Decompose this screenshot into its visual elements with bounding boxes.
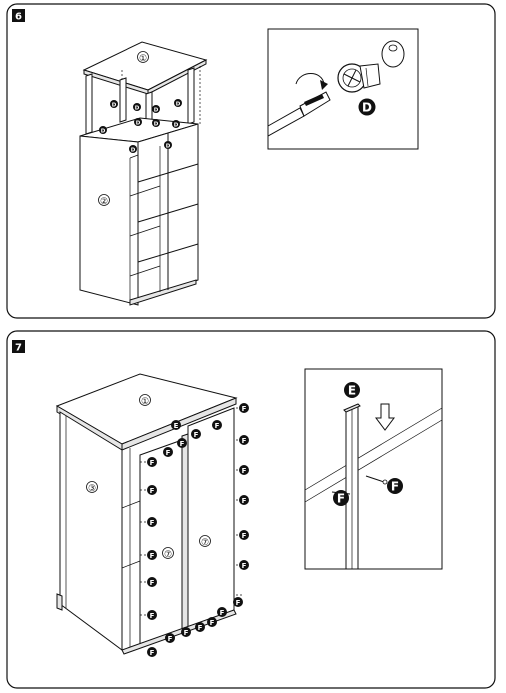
fitting-f-label: F — [242, 562, 247, 570]
fitting-f-label: F — [150, 579, 155, 587]
fitting-d-label: D — [136, 121, 141, 127]
door-right-label: ⑦ — [201, 538, 209, 548]
fitting-d-label: D — [166, 144, 171, 150]
fitting-f-label: F — [150, 612, 155, 620]
fitting-f-label: F — [242, 467, 247, 475]
fitting-f-label: F — [150, 487, 155, 495]
connector-d-label: D — [362, 101, 372, 115]
screw-f-label: F — [337, 492, 345, 506]
top-panel-label: ① — [139, 54, 147, 64]
screw-f-label: F — [391, 480, 399, 494]
fitting-d-label: D — [176, 102, 181, 108]
fitting-f-label: F — [215, 422, 220, 430]
door-left — [139, 439, 183, 646]
side-panel-label: ② — [100, 197, 108, 207]
fitting-d-label: D — [101, 129, 106, 135]
fitting-f-label: F — [168, 635, 173, 643]
step-6-detail: D — [267, 28, 419, 150]
down-arrow-icon — [375, 403, 395, 431]
side-panel — [79, 135, 139, 306]
fitting-f-label: F — [184, 629, 189, 637]
screw-icon — [365, 475, 385, 483]
fitting-f-label: F — [150, 519, 155, 527]
step-7-badge — [12, 340, 25, 353]
wardrobe-side-label: ③ — [88, 484, 96, 494]
step-7-detail: E F F — [304, 368, 443, 570]
rail-e-label: E — [348, 384, 356, 398]
fitting-d-label: D — [112, 103, 117, 109]
step-7-panel: 7 — [6, 330, 496, 689]
fitting-f-label: F — [150, 649, 155, 657]
fitting-f-label: F — [220, 609, 225, 617]
fitting-f-label: F — [242, 437, 247, 445]
fitting-f-label: F — [236, 599, 241, 607]
fitting-e-label: E — [174, 422, 179, 430]
step-6-panel: 6 — [6, 3, 496, 319]
fitting-f-label: F — [198, 624, 203, 632]
step-6-number: 6 — [15, 12, 22, 23]
fitting-f-label: F — [242, 497, 247, 505]
step-6-cabinet — [79, 41, 208, 306]
fitting-f-label: F — [180, 440, 185, 448]
fitting-d-label: D — [154, 122, 159, 128]
fitting-d-label: D — [174, 123, 179, 129]
step-6-badge — [12, 9, 25, 22]
fitting-f-label: F — [194, 431, 199, 439]
fitting-f-label: F — [166, 449, 171, 457]
door-right — [187, 407, 235, 629]
wardrobe-top-label: ① — [141, 397, 149, 407]
fitting-d-label: D — [154, 108, 159, 114]
fitting-f-label: F — [210, 619, 215, 627]
fitting-f-label: F — [242, 405, 247, 413]
fitting-d-label: D — [131, 148, 136, 154]
step-6-fittings: D D D D D D D D D D — [99, 99, 182, 154]
fitting-f-label: F — [150, 459, 155, 467]
fitting-f-label: F — [242, 532, 247, 540]
step-7-number: 7 — [15, 343, 22, 354]
fitting-f-label: F — [150, 552, 155, 560]
door-left-label: ⑦ — [164, 550, 172, 560]
rotate-arrow-icon — [320, 80, 328, 90]
step-7-fittings: E F F F F F F F F F F F F F F F F F F F … — [147, 403, 249, 657]
fitting-d-label: D — [135, 106, 140, 112]
